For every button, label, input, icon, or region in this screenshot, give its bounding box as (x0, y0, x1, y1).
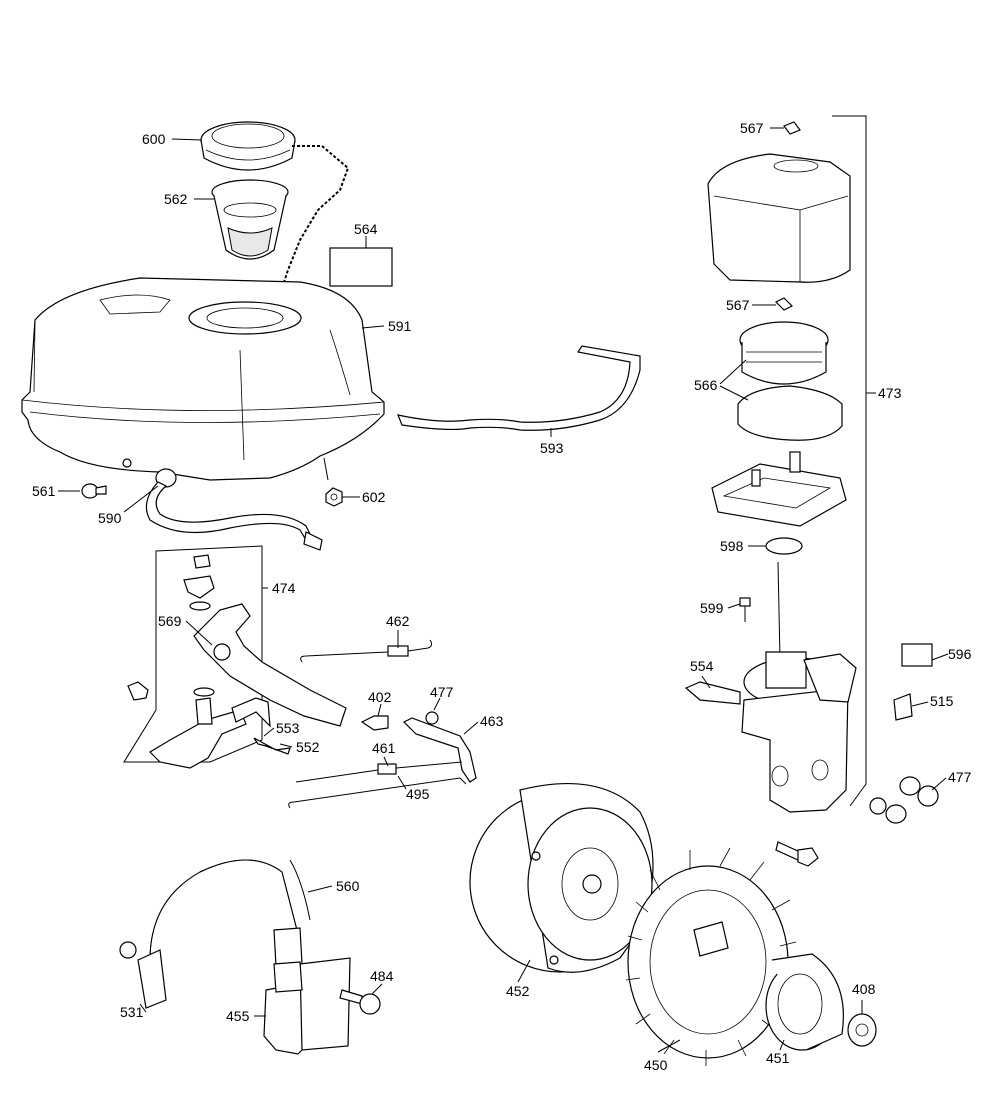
rod-495 (288, 777, 467, 809)
label-474: 474 (272, 580, 296, 596)
label-462: 462 (386, 613, 410, 629)
lever-463 (402, 717, 477, 783)
throttle-assembly-box (123, 545, 263, 763)
label-477-upper: 477 (430, 684, 454, 700)
label-461: 461 (372, 740, 396, 756)
label-463: 463 (480, 713, 504, 729)
pin-402 (360, 715, 389, 731)
fuel-cap (200, 121, 296, 171)
screw-484 (339, 989, 381, 1015)
wing-nut-567 (774, 297, 794, 311)
throttle-lever-assembly (127, 554, 347, 769)
label-402: 402 (368, 689, 392, 705)
stud-602 (323, 457, 329, 481)
fuel-strainer (211, 179, 289, 260)
label-sticker-564 (329, 247, 393, 287)
wing-nut-567-top (783, 121, 801, 135)
ignition-coil (119, 859, 351, 1055)
nut-602 (325, 487, 343, 507)
flywheel-452 (469, 782, 654, 973)
label-598: 598 (720, 538, 744, 554)
leader-lines (58, 127, 949, 1053)
label-596: 596 (948, 646, 972, 662)
label-599: 599 (700, 600, 724, 616)
label-554: 554 (690, 658, 714, 674)
spring-461 (295, 761, 463, 783)
stud-long (777, 561, 781, 661)
label-562: 562 (164, 191, 188, 207)
fuel-tank (21, 277, 385, 481)
label-sticker-596 (901, 643, 933, 667)
label-484: 484 (370, 968, 394, 984)
label-591: 591 (388, 318, 412, 334)
label-593: 593 (540, 440, 564, 456)
assembly-bracket-473 (832, 115, 867, 807)
flywheel-nut-408 (847, 1013, 877, 1047)
label-450: 450 (644, 1057, 668, 1073)
label-552: 552 (296, 739, 320, 755)
label-567-top: 567 (740, 120, 764, 136)
label-560: 560 (336, 878, 360, 894)
starter-cup-451 (765, 953, 844, 1051)
label-567: 567 (726, 297, 750, 313)
label-473: 473 (878, 385, 902, 401)
label-455: 455 (226, 1008, 250, 1024)
label-602: 602 (362, 489, 386, 505)
air-cleaner-cover (707, 153, 851, 283)
tank-strap (397, 345, 641, 431)
spring-462 (300, 639, 433, 663)
bolt-561 (81, 483, 107, 499)
label-sticker-515 (893, 693, 913, 721)
label-569: 569 (158, 613, 182, 629)
air-cleaner-base (711, 451, 847, 527)
fan-bolt (775, 841, 819, 867)
label-553: 553 (276, 720, 300, 736)
nuts-477-right (869, 776, 939, 824)
nut-477-upper (425, 711, 439, 725)
label-531: 531 (120, 1004, 144, 1020)
gasket-598 (765, 537, 803, 555)
carburetor-body-554 (684, 651, 857, 813)
label-477-right: 477 (948, 769, 972, 785)
label-515: 515 (930, 693, 954, 709)
label-590: 590 (98, 510, 122, 526)
label-408: 408 (852, 981, 876, 997)
label-564: 564 (354, 221, 378, 237)
label-495: 495 (406, 786, 430, 802)
label-561: 561 (32, 483, 56, 499)
fuel-line (145, 468, 323, 551)
air-filter-566 (737, 321, 843, 441)
part-number-labels: 600 562 564 591 593 561 590 602 474 569 … (32, 120, 972, 1073)
cooling-fan-450 (625, 847, 797, 1066)
label-566: 566 (694, 377, 718, 393)
label-600: 600 (142, 131, 166, 147)
label-451: 451 (766, 1050, 790, 1066)
label-452: 452 (506, 983, 530, 999)
bolt-599 (739, 597, 751, 622)
